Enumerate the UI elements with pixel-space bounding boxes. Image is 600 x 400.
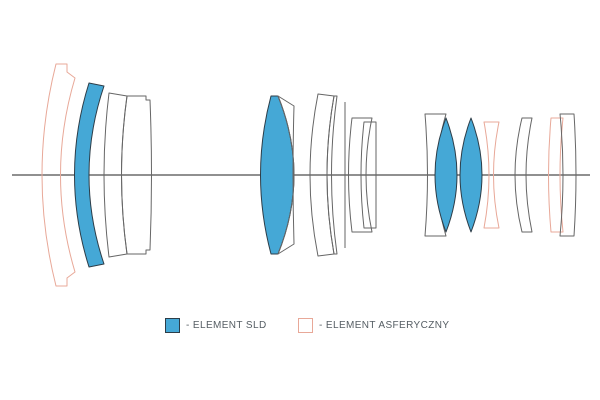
lens-element-aspherical xyxy=(548,117,564,233)
lens-element-sld xyxy=(260,95,295,255)
sld-swatch-icon xyxy=(165,318,180,333)
legend-label-sld: - ELEMENT SLD xyxy=(186,320,267,331)
legend-label-aspherical: - ELEMENT ASFERYCZNY xyxy=(319,320,450,331)
lens-element-sld xyxy=(74,82,105,268)
legend-item-aspherical: - ELEMENT ASFERYCZNY xyxy=(298,318,449,333)
lens-element-sld xyxy=(434,117,458,233)
lens-group-3 xyxy=(424,113,577,237)
lens-element-sld xyxy=(459,117,483,233)
lens-element-aspherical xyxy=(41,63,76,287)
lens-element-standard xyxy=(360,121,377,229)
lens-group-2 xyxy=(260,93,377,257)
lens-element-standard xyxy=(514,117,533,233)
lens-element-standard xyxy=(121,95,152,255)
legend-item-sld: - ELEMENT SLD xyxy=(165,318,267,333)
lens-element-standard xyxy=(326,95,338,255)
legend: - ELEMENT SLD - ELEMENT ASFERYCZNY xyxy=(0,318,600,338)
lens-element-standard xyxy=(348,117,373,233)
aspherical-swatch-icon xyxy=(298,318,313,333)
lens-group-1 xyxy=(41,63,152,287)
lens-element-aspherical xyxy=(483,121,500,229)
lens-element-standard xyxy=(559,113,577,237)
lens-element-standard xyxy=(277,95,295,255)
